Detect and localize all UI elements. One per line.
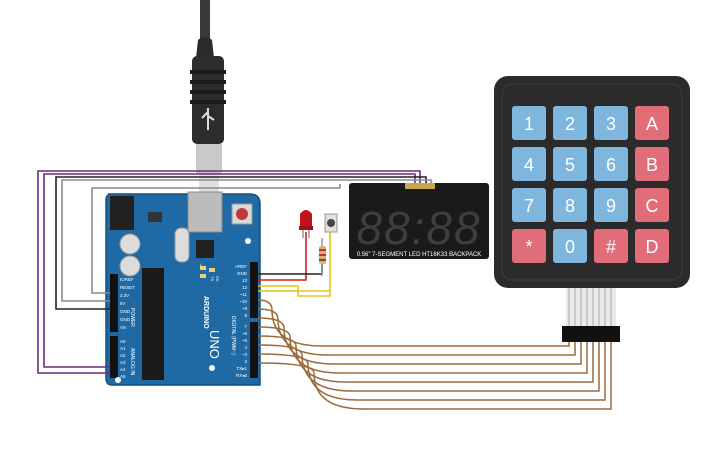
keypad-key-label: A [646,114,658,134]
pin-label: ~6 [242,331,248,336]
display-digits: 88:88 [356,202,481,254]
pin-label: 5V [120,301,126,306]
wire-brown [257,342,612,410]
wire-gray-2 [91,184,341,294]
pin-label: 2 [244,359,247,364]
keypad-key-1-1[interactable]: 5 [553,147,587,181]
wire-brown [257,317,582,365]
keypad-4x4: 1 2 3 A 4 5 6 B 7 8 9 C * 0 # D [494,76,690,342]
wire-red-led [258,232,307,281]
pin-label: GND [120,317,131,322]
keypad-key-0-1[interactable]: 2 [553,106,587,140]
keypad-keys: 1 2 3 A 4 5 6 B 7 8 9 C * 0 # D [512,106,669,263]
pin-label: 12 [242,285,248,290]
keypad-key-label: 9 [606,196,616,216]
pin-label: A2 [120,353,126,358]
keypad-key-0-2[interactable]: 3 [594,106,628,140]
keypad-key-3-0[interactable]: * [512,229,546,263]
display-caption: 0.56" 7-SEGMENT LED HT16K33 BACKPACK [357,252,482,258]
keypad-key-label: * [525,237,532,257]
wire-purple-2 [43,173,416,368]
pin-label: A5 [120,374,126,379]
pin-label: A0 [120,339,126,344]
pin-label: A4 [120,367,126,372]
keypad-key-label: 2 [565,114,575,134]
wire-brown [257,326,588,374]
arduino-brand-label: ARDUINO [202,296,209,329]
pin-label: A3 [120,360,126,365]
keypad-key-label: # [606,237,616,257]
pin-label: TX▸1 [236,366,247,371]
keypad-key-label: 4 [524,155,534,175]
keypad-key-1-0[interactable]: 4 [512,147,546,181]
pushbutton-component [324,213,338,233]
pin-label: ~5 [242,338,248,343]
pin-label: 7 [244,324,247,329]
keypad-key-label: C [646,196,659,216]
keypad-key-label: 6 [606,155,616,175]
seven-segment-display: 88:88 0.56" 7-SEGMENT LED HT16K33 BACKPA… [349,183,489,259]
keypad-key-label: 5 [565,155,575,175]
keypad-key-2-1[interactable]: 8 [553,188,587,222]
brown-wire-bundle [257,299,612,410]
keypad-key-label: 1 [524,114,534,134]
keypad-key-3-1[interactable]: 0 [553,229,587,263]
led-marker-l: L [200,262,203,267]
pin-label: GND [237,271,248,276]
keypad-key-2-3[interactable]: C [635,188,669,222]
keypad-key-0-3[interactable]: A [635,106,669,140]
wire-black-led [258,258,323,275]
pin-label: Vin [120,325,127,330]
usb-cable [190,0,226,198]
keypad-key-label: 7 [524,196,534,216]
usb-icon [201,108,215,130]
keypad-key-2-0[interactable]: 7 [512,188,546,222]
led-component [299,210,313,238]
wire-brown [257,342,600,392]
wire-purple-1 [37,170,421,374]
keypad-key-0-0[interactable]: 1 [512,106,546,140]
wire-brown [257,335,594,383]
keypad-key-3-2[interactable]: # [594,229,628,263]
keypad-key-2-2[interactable]: 9 [594,188,628,222]
pin-label: ~9 [242,306,248,311]
pin-label: 13 [242,278,248,283]
keypad-key-1-3[interactable]: B [635,147,669,181]
pin-label: RESET [120,285,135,290]
pin-label: IOREF [120,277,134,282]
keypad-ribbon [562,288,620,342]
keypad-key-1-2[interactable]: 6 [594,147,628,181]
arduino-model-label: UNO [207,330,222,359]
pin-label: 8 [244,313,247,318]
resistor-component [319,238,326,276]
pin-label: 3.3V [120,293,129,298]
arduino-uno-board: ARDUINO UNO POWER ANALOG IN DIGITAL (PWM… [105,191,261,386]
wire-brown [257,299,570,347]
keypad-key-label: B [646,155,658,175]
pin-label: ~11 [240,292,248,297]
led-marker-rx: RX [215,276,220,282]
pin-label: RX◂0 [236,373,248,378]
pin-label: 4 [244,345,247,350]
keypad-key-label: 0 [565,237,575,257]
pin-label: GND [120,309,131,314]
analog-header-label: ANALOG IN [129,348,135,376]
keypad-key-label: 8 [565,196,575,216]
led-marker-tx: TX [210,276,215,281]
pin-label: A1 [120,346,126,351]
wire-yellow-button [258,232,331,297]
wire-brown [257,308,576,356]
wire-gray-5v [61,179,432,302]
keypad-key-label: 3 [606,114,616,134]
keypad-key-label: D [646,237,659,257]
keypad-key-3-3[interactable]: D [635,229,669,263]
digital-header-label: DIGITAL (PWM~) [230,316,236,355]
pin-label: AREF [235,264,247,269]
power-header-label: POWER [129,308,135,327]
pin-label: ~10 [239,299,247,304]
pin-label: ~3 [242,352,248,357]
